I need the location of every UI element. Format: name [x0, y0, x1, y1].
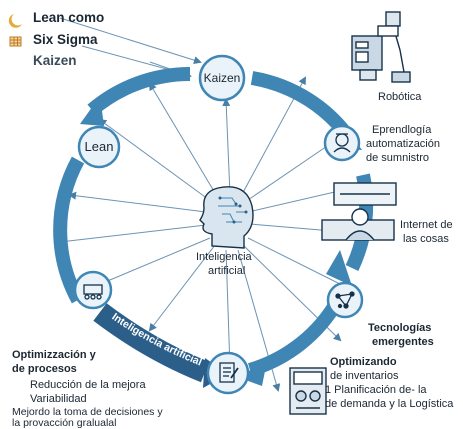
- worker-icon: [333, 133, 351, 153]
- label-internet-2: las cosas: [403, 233, 449, 245]
- label-tecnologias-1: Tecnologías: [368, 322, 432, 334]
- label-robotica: Robótica: [378, 91, 422, 103]
- label-internet-1: Internet de: [400, 219, 453, 231]
- robot-arm-icon: [351, 11, 411, 83]
- legend-lean-como: Lean como: [33, 10, 105, 25]
- label-eprendlogia-3: de sumnistro: [366, 152, 429, 164]
- node-lean-label: Lean: [84, 139, 114, 154]
- label-provaccion: la provacción gralualal: [12, 417, 117, 429]
- legend-six-sigma: Six Sigma: [33, 32, 98, 47]
- device-icon: [289, 367, 327, 415]
- label-reduccion: Reducción de la mejora: [30, 379, 146, 391]
- label-eprendlogia-1: Eprendlogía: [372, 124, 432, 136]
- moon-icon: [8, 14, 22, 28]
- label-optimizando-4: de demanda y la Logística: [325, 398, 454, 410]
- label-optimizando-3: 1 Planificación de- la: [325, 384, 427, 396]
- label-optimizando-2: de inventarios: [330, 370, 399, 382]
- legend-kaizen: Kaizen: [33, 53, 77, 68]
- center-label-line1: Inteligencia: [196, 251, 252, 263]
- node-kaizen-label: Kaizen: [203, 71, 241, 85]
- node-circles: [73, 54, 364, 395]
- label-mejordo: Mejordo la toma de decisiones y: [12, 406, 163, 418]
- label-eprendlogia-2: automatización: [366, 138, 440, 150]
- label-optimizacion-1: Optimizzación y: [12, 349, 96, 361]
- label-optimizando-1: Optimizando: [330, 356, 397, 368]
- grid-icon: [9, 36, 22, 47]
- label-variabilidad: Variabilidad: [30, 393, 87, 405]
- network-icon: [335, 291, 355, 309]
- conveyor-icon: [83, 284, 103, 300]
- ai-arc-banner: [93, 303, 210, 383]
- center-label-line2: artificial: [208, 265, 246, 277]
- iot-person-icon: [321, 182, 397, 241]
- ai-head-icon: [199, 186, 254, 249]
- label-tecnologias-2: emergentes: [372, 336, 434, 348]
- label-optimizacion-2: de procesos: [12, 363, 77, 375]
- checklist-icon: [219, 362, 239, 383]
